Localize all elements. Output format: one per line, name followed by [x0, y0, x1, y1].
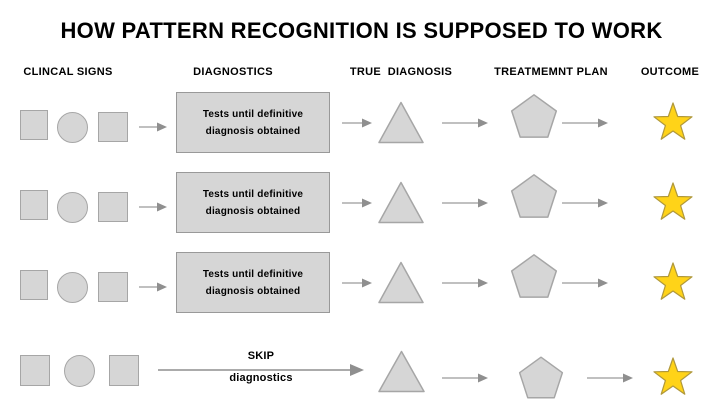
- square-icon: [98, 112, 128, 142]
- diagnostics-box-label: Tests until definitive diagnosis obtaine…: [202, 188, 304, 217]
- square-icon: [98, 272, 128, 302]
- pentagon-icon: [510, 174, 558, 218]
- column-header-clinical-signs: CLINCAL SIGNS: [23, 66, 113, 78]
- diagnostics-box: Tests until definitive diagnosis obtaine…: [176, 252, 330, 313]
- column-header-diagnostics: DIAGNOSTICS: [193, 66, 273, 78]
- skip-label-line2: diagnostics: [229, 372, 293, 384]
- flow-arrow-icon: [139, 202, 167, 212]
- flow-arrow-icon: [342, 118, 372, 128]
- star-icon: [653, 102, 693, 140]
- flow-arrow-icon: [442, 198, 488, 208]
- flow-row-4: SKIP diagnostics: [0, 348, 723, 413]
- flow-arrow-icon: [139, 122, 167, 132]
- flow-arrow-icon: [562, 198, 608, 208]
- flow-arrow-icon: [139, 282, 167, 292]
- square-icon: [20, 355, 50, 386]
- diagnostics-box: Tests until definitive diagnosis obtaine…: [176, 92, 330, 153]
- pentagon-icon: [518, 356, 564, 399]
- circle-icon: [57, 112, 88, 143]
- flow-row-2: Tests until definitive diagnosis obtaine…: [0, 171, 723, 236]
- star-icon: [653, 182, 693, 220]
- triangle-icon: [378, 261, 424, 304]
- flow-arrow-icon: [587, 373, 633, 383]
- diagnostics-box-label: Tests until definitive diagnosis obtaine…: [202, 108, 304, 137]
- slide-title: HOW PATTERN RECOGNITION IS SUPPOSED TO W…: [60, 18, 663, 43]
- circle-icon: [64, 355, 95, 387]
- pentagon-icon: [510, 94, 558, 138]
- flow-row-1: Tests until definitive diagnosis obtaine…: [0, 91, 723, 156]
- flow-arrow-icon: [442, 373, 488, 383]
- column-header-outcome: OUTCOME: [640, 66, 700, 78]
- flow-arrow-icon: [442, 118, 488, 128]
- flow-arrow-icon: [442, 278, 488, 288]
- square-icon: [20, 270, 48, 300]
- star-icon: [653, 262, 693, 300]
- triangle-icon: [378, 181, 424, 224]
- flow-row-3: Tests until definitive diagnosis obtaine…: [0, 251, 723, 316]
- column-header-true-diagnosis: TRUE DIAGNOSIS: [349, 66, 453, 78]
- pentagon-icon: [510, 254, 558, 298]
- skip-diagnostics-arrow-icon: [158, 364, 364, 376]
- triangle-icon: [378, 101, 424, 144]
- column-header-treatment-plan: TREATMEMNT PLAN: [494, 66, 608, 78]
- diagnostics-box: Tests until definitive diagnosis obtaine…: [176, 172, 330, 233]
- circle-icon: [57, 272, 88, 303]
- diagnostics-box-label: Tests until definitive diagnosis obtaine…: [202, 268, 304, 297]
- flow-arrow-icon: [562, 118, 608, 128]
- flow-arrow-icon: [342, 198, 372, 208]
- square-icon: [109, 355, 139, 386]
- triangle-icon: [378, 350, 425, 393]
- skip-label-line1: SKIP: [247, 350, 275, 362]
- circle-icon: [57, 192, 88, 223]
- square-icon: [20, 110, 48, 140]
- flow-arrow-icon: [562, 278, 608, 288]
- flow-arrow-icon: [342, 278, 372, 288]
- star-icon: [653, 357, 693, 395]
- square-icon: [98, 192, 128, 222]
- square-icon: [20, 190, 48, 220]
